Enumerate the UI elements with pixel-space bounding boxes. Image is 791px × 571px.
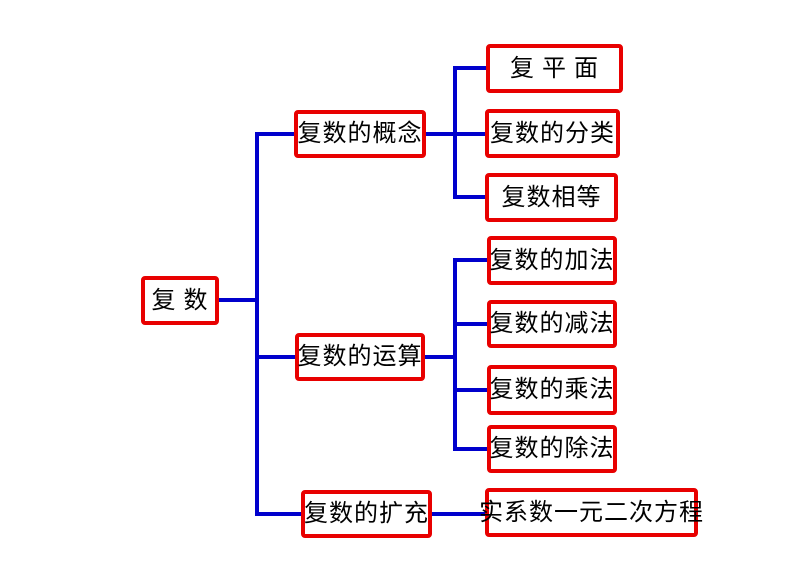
node-real-coef-quadratic: 实系数一元二次方程 [479, 488, 703, 537]
connector-concept-children-trunk [453, 66, 457, 199]
node-extension: 复数的扩充 [301, 490, 432, 538]
connector-extension-to-quadratic [430, 512, 487, 516]
node-equality: 复数相等 [485, 173, 618, 222]
node-subtraction: 复数的减法 [487, 300, 617, 348]
connector-root-to-trunk [217, 298, 259, 302]
node-complex-plane: 复 平 面 [486, 44, 623, 93]
connector-to-multiplication [453, 388, 489, 392]
node-concept: 复数的概念 [294, 110, 426, 158]
connector-operations-to-children [423, 355, 455, 359]
connector-operations-children-trunk [453, 258, 457, 451]
connector-trunk-to-operations [255, 355, 297, 359]
connector-to-complex-plane [453, 66, 488, 70]
connector-to-division [453, 447, 489, 451]
connector-to-subtraction [453, 322, 489, 326]
connector-trunk-to-concept [255, 132, 296, 136]
connector-to-addition [453, 258, 489, 262]
connector-trunk-to-extension [255, 512, 303, 516]
connector-to-equality [453, 195, 487, 199]
connector-main-trunk [255, 132, 259, 516]
node-addition: 复数的加法 [487, 236, 617, 285]
node-complex-number: 复 数 [141, 276, 219, 325]
node-multiplication: 复数的乘法 [487, 365, 617, 415]
node-classification: 复数的分类 [485, 109, 620, 158]
node-division: 复数的除法 [487, 425, 617, 473]
node-operations: 复数的运算 [295, 333, 425, 381]
